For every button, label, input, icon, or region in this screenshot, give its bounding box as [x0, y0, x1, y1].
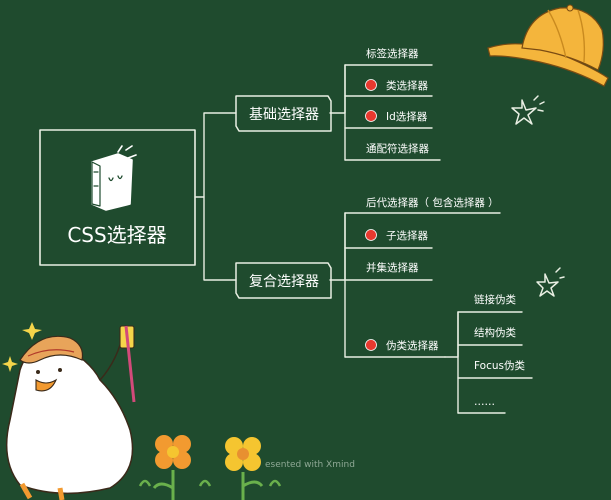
item-child-selector[interactable]: 子选择器: [386, 229, 428, 242]
item-pseudo-class-selector[interactable]: 伪类选择器: [386, 339, 439, 352]
branch-basic-selectors[interactable]: 基础选择器: [235, 95, 332, 132]
pseudo-class-children: 链接伪类 结构伪类 Focus伪类 ……: [474, 293, 525, 408]
branch-compound-label: 复合选择器: [249, 273, 319, 290]
branch-compound-items: 后代选择器（ 包含选择器 ） 子选择器 并集选择器 伪类选择器: [365, 196, 499, 352]
connectors: [194, 64, 533, 414]
item-more-pseudo-class[interactable]: ……: [474, 396, 495, 408]
item-id-selector[interactable]: Id选择器: [386, 110, 428, 123]
flower-icon: [152, 435, 191, 500]
item-universal-selector[interactable]: 通配符选择器: [366, 142, 429, 155]
item-link-pseudo-class[interactable]: 链接伪类: [474, 293, 516, 306]
branch-basic-items: 标签选择器 类选择器 Id选择器 通配符选择器: [365, 47, 429, 155]
watermark-text: esented with Xmind: [265, 460, 355, 470]
marker-id-selector: [365, 110, 377, 122]
item-descendant-selector[interactable]: 后代选择器（ 包含选择器 ）: [366, 196, 499, 209]
branch-basic-label: 基础选择器: [249, 106, 319, 123]
sparkle-icon: [2, 322, 42, 372]
item-group-selector[interactable]: 并集选择器: [366, 261, 419, 274]
item-tag-selector[interactable]: 标签选择器: [366, 47, 419, 60]
marker-pseudo-class-selector: [365, 339, 377, 351]
marker-class-selector: [365, 79, 377, 91]
book-icon: [91, 145, 137, 211]
root-node[interactable]: CSS选择器: [39, 129, 196, 266]
marker-child-selector: [365, 229, 377, 241]
root-label: CSS选择器: [67, 223, 166, 247]
flower-icon: [138, 437, 282, 500]
item-structural-pseudo-class[interactable]: 结构伪类: [474, 326, 516, 339]
sparkle-icon: [536, 267, 565, 297]
duck-mascot-icon: [5, 325, 136, 500]
hat-icon: [487, 4, 609, 87]
sparkle-icon: [511, 95, 545, 125]
item-class-selector[interactable]: 类选择器: [386, 79, 428, 92]
branch-compound-selectors[interactable]: 复合选择器: [235, 262, 332, 299]
item-focus-pseudo-class[interactable]: Focus伪类: [474, 359, 525, 372]
